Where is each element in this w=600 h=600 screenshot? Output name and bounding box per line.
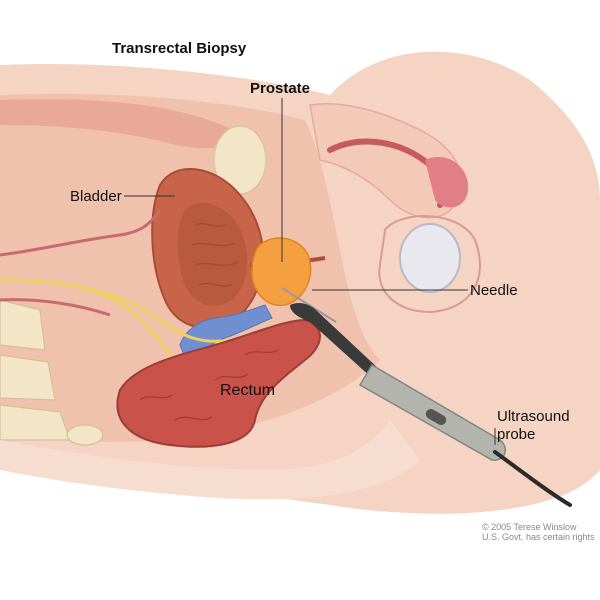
- vas-deferens: [89, 288, 177, 361]
- scrotum: [378, 215, 481, 314]
- nerve-bundle: [0, 278, 231, 343]
- credit-line2: U.S. Govt. has certain rights: [482, 532, 595, 542]
- leader-lines: [124, 98, 496, 445]
- gluteal-tissue: [0, 420, 420, 500]
- label-probe-line2: probe: [497, 426, 536, 443]
- bladder-lumen: [177, 202, 248, 306]
- label-prostate: Prostate: [250, 80, 311, 97]
- glans: [425, 156, 469, 208]
- credit-line1: © 2005 Terese Winslow: [482, 522, 577, 532]
- label-probe-line1: Ultrasound: [497, 408, 570, 425]
- sacrum-bones: [0, 299, 104, 446]
- blood-vessels-2: [0, 298, 111, 317]
- copyright-credit: © 2005 Terese Winslow U.S. Govt. has cer…: [482, 522, 595, 542]
- testis: [399, 223, 461, 293]
- ultrasound-probe: [290, 302, 572, 507]
- prostate-gland: [251, 237, 312, 306]
- probe-cable: [493, 450, 572, 507]
- rectal-folds: [139, 349, 279, 421]
- label-bladder: Bladder: [70, 188, 122, 205]
- label-rectum: Rectum: [220, 382, 276, 399]
- diagram-title: Transrectal Biopsy: [112, 40, 247, 57]
- label-needle: Needle: [470, 282, 518, 299]
- abdominal-muscle: [0, 99, 250, 149]
- blood-vessels: [0, 209, 162, 257]
- label-ultrasound-probe: Ultrasound probe: [497, 408, 570, 444]
- bladder-folds: [191, 222, 239, 287]
- biopsy-needle: [281, 287, 337, 323]
